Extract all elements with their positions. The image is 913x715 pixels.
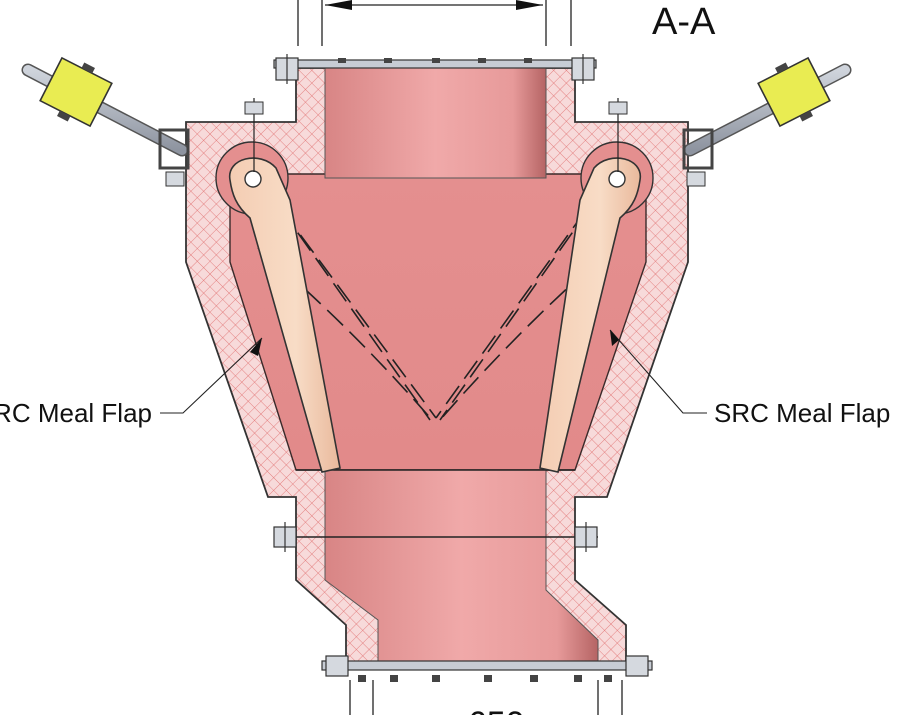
dimension-arrow-left <box>325 0 352 10</box>
pivot-pin-right <box>608 170 626 188</box>
mid-flange <box>273 522 598 552</box>
flap-right <box>539 157 641 473</box>
bottom-dimension-label: ⌀650 <box>447 705 524 715</box>
leader-arrow-right <box>610 330 619 346</box>
counterweight-right-icon <box>757 56 831 128</box>
product-pipe <box>324 65 547 179</box>
pivot-bolts <box>165 101 706 187</box>
flap-left <box>229 157 341 473</box>
bottom-dimension <box>349 680 623 715</box>
pivot-pin-left <box>244 170 262 188</box>
callout-leaders <box>160 329 707 414</box>
callout-left: SRC Meal Flap <box>0 398 152 428</box>
callout-right: SRC Meal Flap <box>714 398 890 428</box>
section-label: A-A <box>652 1 716 43</box>
top-flange <box>273 54 597 84</box>
bottom-flange <box>321 655 653 682</box>
top-dimension <box>297 0 572 46</box>
leader-arrow-left <box>250 338 262 356</box>
dimension-arrow-right <box>516 0 543 10</box>
counterweight-left-icon <box>39 56 113 128</box>
